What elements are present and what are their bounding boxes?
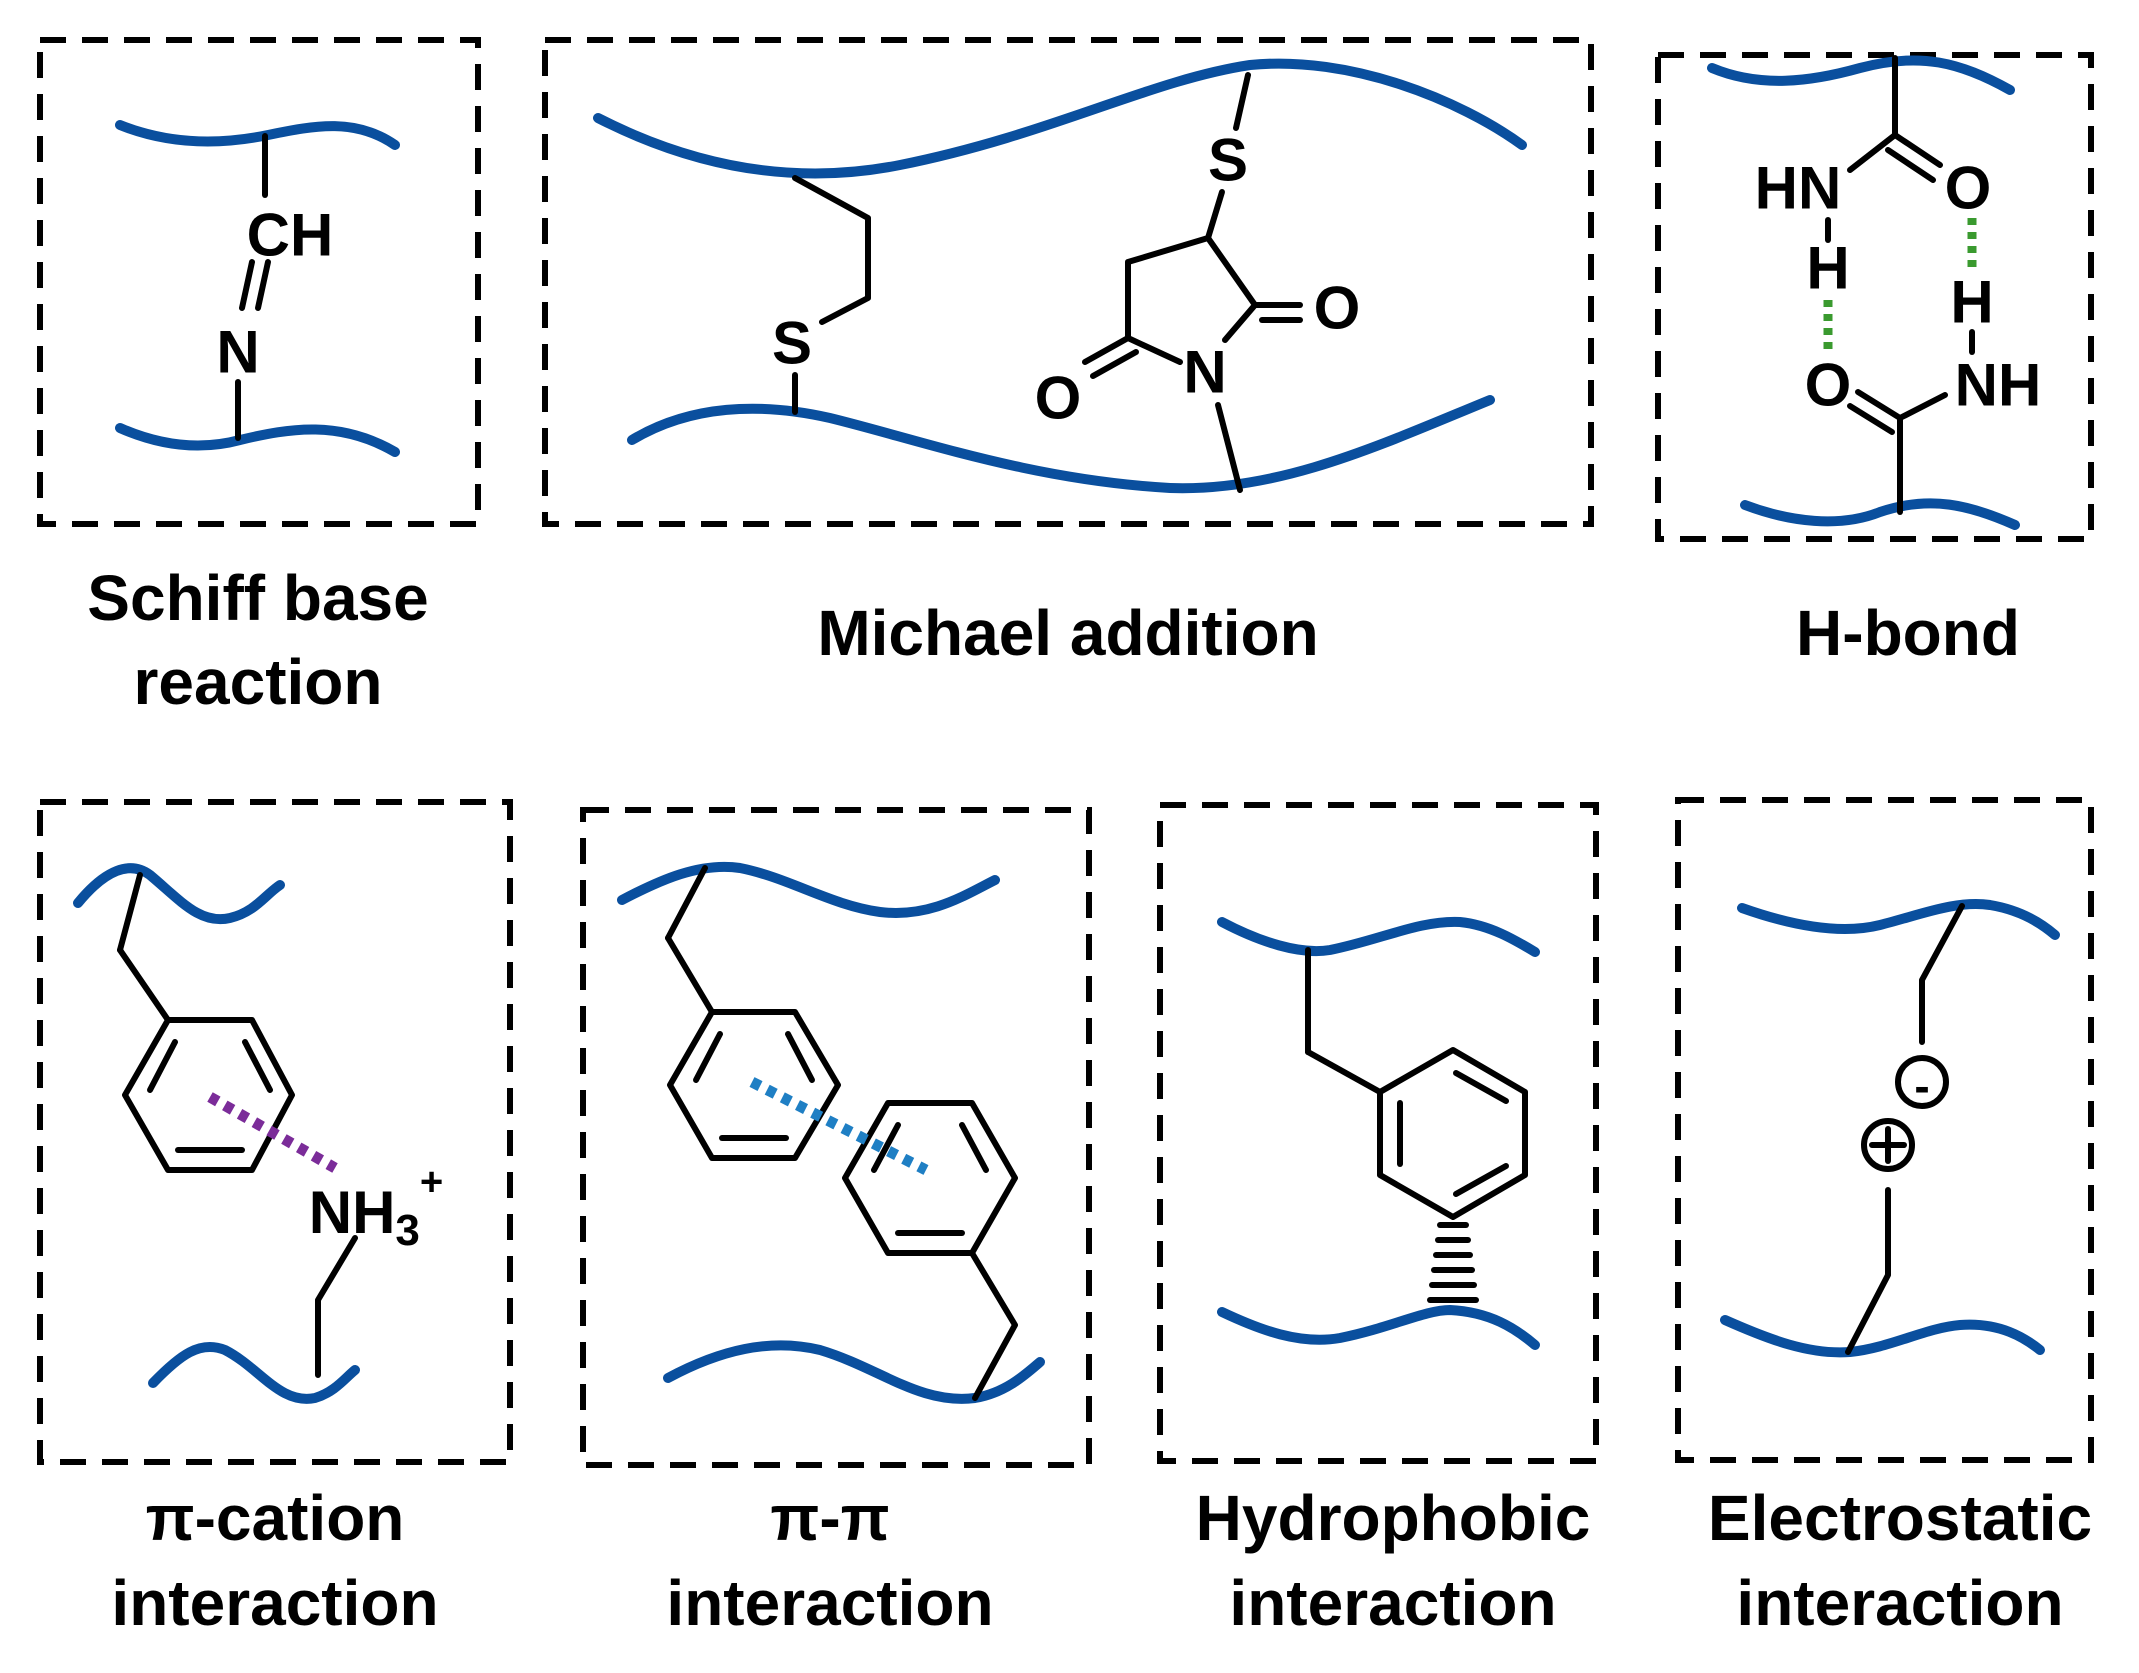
atom-o-right: O <box>1314 275 1361 342</box>
polymer-chain-top <box>1737 899 2060 940</box>
polymer-chain-top <box>593 58 1527 179</box>
carbonyl-a <box>1892 132 1943 168</box>
panel-electrostatic: - Electrostatic interaction <box>1675 797 2094 1639</box>
panel-border <box>1675 797 2094 1463</box>
polymer-chain-bottom <box>1720 1315 2045 1358</box>
panel-pi-pi: π-π interaction <box>580 807 1092 1639</box>
atom-s-left: S <box>772 310 812 377</box>
bond <box>1897 392 1948 421</box>
bond <box>1233 72 1251 131</box>
bond <box>1847 132 1898 173</box>
negative-charge-icon <box>1895 1055 1949 1109</box>
caption-line-2: interaction <box>1229 1567 1556 1639</box>
atom-hn: HN <box>1755 155 1842 222</box>
pi-cation-dots <box>207 1092 338 1173</box>
bond <box>665 865 708 941</box>
polymer-chain-top <box>617 861 1000 918</box>
bond-chain <box>1845 1187 1891 1355</box>
panel-border <box>580 807 1092 1468</box>
caption-line-1: π-π <box>770 1482 889 1554</box>
double-bond-a <box>239 259 255 311</box>
bond <box>117 947 171 1023</box>
ring-bond <box>1205 235 1258 343</box>
carbonyl-a <box>1082 335 1131 365</box>
caption-line-1: Hydrophobic <box>1196 1482 1591 1554</box>
panel-border <box>1157 802 1599 1464</box>
atom-nh3: NH3+ <box>309 1160 444 1255</box>
negative-sign: - <box>1914 1060 1929 1112</box>
bond-chain <box>792 175 871 325</box>
atom-o-left: O <box>1035 365 1082 432</box>
bond-chain <box>969 1250 1018 1401</box>
carbonyl-b <box>1847 403 1895 435</box>
polymer-chain-bottom <box>115 423 400 457</box>
polymer-chain-top <box>73 863 285 925</box>
bond-chain <box>315 1235 358 1378</box>
polymer-chain-bottom <box>663 1340 1045 1404</box>
positive-charge-icon <box>1861 1118 1915 1172</box>
polymer-chain-top <box>1707 55 2015 95</box>
panel-border <box>542 37 1594 527</box>
carbonyl-b <box>1885 147 1936 183</box>
atom-ch: CH <box>247 202 334 269</box>
caption: H-bond <box>1796 597 2020 669</box>
caption: Michael addition <box>817 597 1318 669</box>
atom-s-right: S <box>1208 127 1248 194</box>
benzene-ring <box>122 1017 295 1173</box>
panel-schiff-base: CH N Schiff base reaction <box>37 37 481 718</box>
atom-n: N <box>1183 339 1226 406</box>
panel-hydrophobic: Hydrophobic interaction <box>1157 802 1599 1639</box>
caption-line-2: reaction <box>134 646 383 718</box>
benzene-ring-bottom <box>842 1100 1018 1256</box>
atom-nh: NH <box>1955 352 2042 419</box>
caption-line-1: π-cation <box>146 1482 405 1554</box>
caption-line-1: Schiff base <box>87 562 428 634</box>
benzene-ring-top <box>667 1009 841 1161</box>
polymer-chain-bottom <box>627 395 1495 494</box>
panel-border <box>37 37 481 527</box>
panel-h-bond: HN O H H O NH H-bond <box>1655 52 2094 669</box>
panel-pi-cation: NH3+ π-cation interaction <box>37 799 513 1639</box>
polymer-chain-bottom <box>1217 1304 1540 1350</box>
carbonyl-a <box>1855 389 1903 421</box>
caption-line-2: interaction <box>111 1567 438 1639</box>
ring-bond <box>1125 235 1211 365</box>
atom-n: N <box>216 319 259 386</box>
bond <box>665 935 715 1015</box>
bond <box>1215 402 1243 493</box>
polymer-chain-bottom <box>148 1341 360 1404</box>
panel-border <box>1655 52 2094 542</box>
bond <box>1205 189 1225 241</box>
double-bond-b <box>255 259 271 311</box>
polymer-chain-top <box>115 120 400 150</box>
polymer-chain-bottom <box>1740 498 2020 530</box>
bond <box>1305 1049 1383 1095</box>
atom-o-bottom: O <box>1805 352 1852 419</box>
bond <box>117 872 143 953</box>
carbonyl-b <box>1090 349 1139 379</box>
benzene-ring <box>1377 1047 1528 1220</box>
caption-line-1: Electrostatic <box>1708 1482 2092 1554</box>
caption-line-2: interaction <box>1736 1567 2063 1639</box>
atom-o-top: O <box>1945 155 1992 222</box>
bond-chain <box>1919 903 1965 1045</box>
polymer-chain-top <box>1217 916 1540 957</box>
hashed-bond <box>1427 1222 1479 1303</box>
atom-h-left: H <box>1806 235 1849 302</box>
panel-michael-addition: S S N O O Michael addition <box>542 37 1594 669</box>
panel-border <box>37 799 513 1465</box>
atom-h-right: H <box>1950 269 1993 336</box>
caption-line-2: interaction <box>666 1567 993 1639</box>
